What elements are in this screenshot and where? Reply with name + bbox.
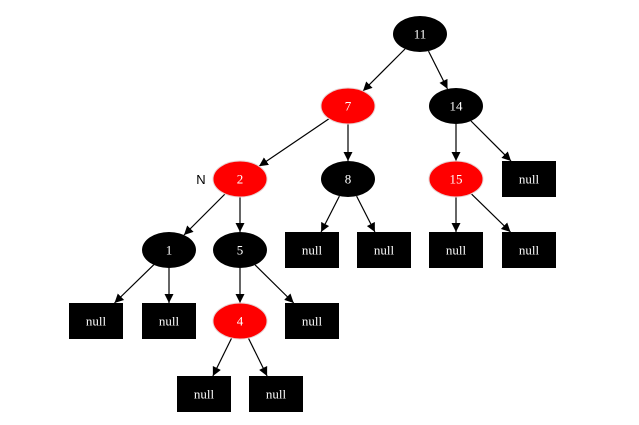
tree-node-2: 2: [212, 160, 268, 198]
null-leaf-box: [249, 376, 303, 412]
edge-n8-null8r: [356, 195, 376, 233]
node-label: 7: [345, 99, 352, 114]
null-leaf: null: [249, 376, 303, 412]
null-leaf: null: [69, 303, 123, 339]
tree-node-14: 14: [429, 88, 483, 124]
node-annotation-label: N: [196, 172, 205, 187]
edge-n7-n2: [258, 118, 330, 167]
black-node-ellipse: [321, 161, 375, 197]
null-leaf: null: [285, 232, 339, 268]
null-leaf: null: [142, 303, 196, 339]
edges-layer: [114, 48, 512, 377]
null-leaf-box: [502, 161, 556, 197]
black-node-ellipse: [213, 232, 267, 268]
null-leaf-box: [69, 303, 123, 339]
tree-node-15: 15: [428, 160, 484, 198]
node-label: null: [86, 314, 107, 329]
node-label: null: [519, 172, 540, 187]
null-leaf: null: [357, 232, 411, 268]
tree-node-5: 5: [213, 232, 267, 268]
edge-n4-null4r: [247, 337, 268, 377]
edge-n1-null1l: [114, 264, 155, 304]
null-leaf-box: [285, 232, 339, 268]
node-label: 15: [450, 172, 463, 187]
edge-n14-null14r: [470, 120, 512, 162]
node-label: 1: [166, 243, 173, 258]
edge-n2-n1: [183, 193, 226, 236]
edge-n11-n14: [427, 50, 449, 90]
black-node-ellipse: [429, 88, 483, 124]
node-label: null: [446, 243, 467, 258]
edge-n11-n7: [362, 48, 406, 92]
node-label: 4: [237, 314, 244, 329]
red-node-ellipse: [428, 160, 484, 198]
tree-node-1: 1: [142, 232, 196, 268]
tree-node-4: 4: [212, 302, 268, 340]
null-leaf-box: [357, 232, 411, 268]
node-label: null: [374, 243, 395, 258]
null-leaf-box: [177, 376, 231, 412]
edge-n15-null15r: [470, 193, 511, 233]
node-label: 8: [345, 172, 352, 187]
null-leaf-box: [142, 303, 196, 339]
node-label: null: [194, 387, 215, 402]
black-node-ellipse: [393, 16, 447, 52]
tree-node-7: 7: [320, 87, 376, 125]
node-label: 2: [237, 172, 244, 187]
null-leaf-box: [502, 232, 556, 268]
null-leaf: null: [502, 161, 556, 197]
null-leaf: null: [177, 376, 231, 412]
null-leaf-box: [429, 232, 483, 268]
node-label: 14: [450, 99, 464, 114]
node-label: null: [302, 243, 323, 258]
null-leaf-box: [285, 303, 339, 339]
edge-n8-null8l: [320, 195, 340, 233]
red-node-ellipse: [320, 87, 376, 125]
node-label: 5: [237, 243, 244, 258]
edge-n5-null5r: [254, 264, 295, 304]
node-label: null: [302, 314, 323, 329]
edge-n4-null4l: [212, 337, 233, 377]
red-node-ellipse: [212, 160, 268, 198]
tree-node-8: 8: [321, 161, 375, 197]
null-leaf: null: [285, 303, 339, 339]
black-node-ellipse: [142, 232, 196, 268]
annotation-layer: N: [196, 172, 205, 187]
node-label: null: [266, 387, 287, 402]
tree-node-11: 11: [393, 16, 447, 52]
node-label: null: [519, 243, 540, 258]
node-label: null: [159, 314, 180, 329]
node-label: 11: [414, 27, 427, 42]
red-node-ellipse: [212, 302, 268, 340]
null-leaf: null: [502, 232, 556, 268]
null-leaf: null: [429, 232, 483, 268]
